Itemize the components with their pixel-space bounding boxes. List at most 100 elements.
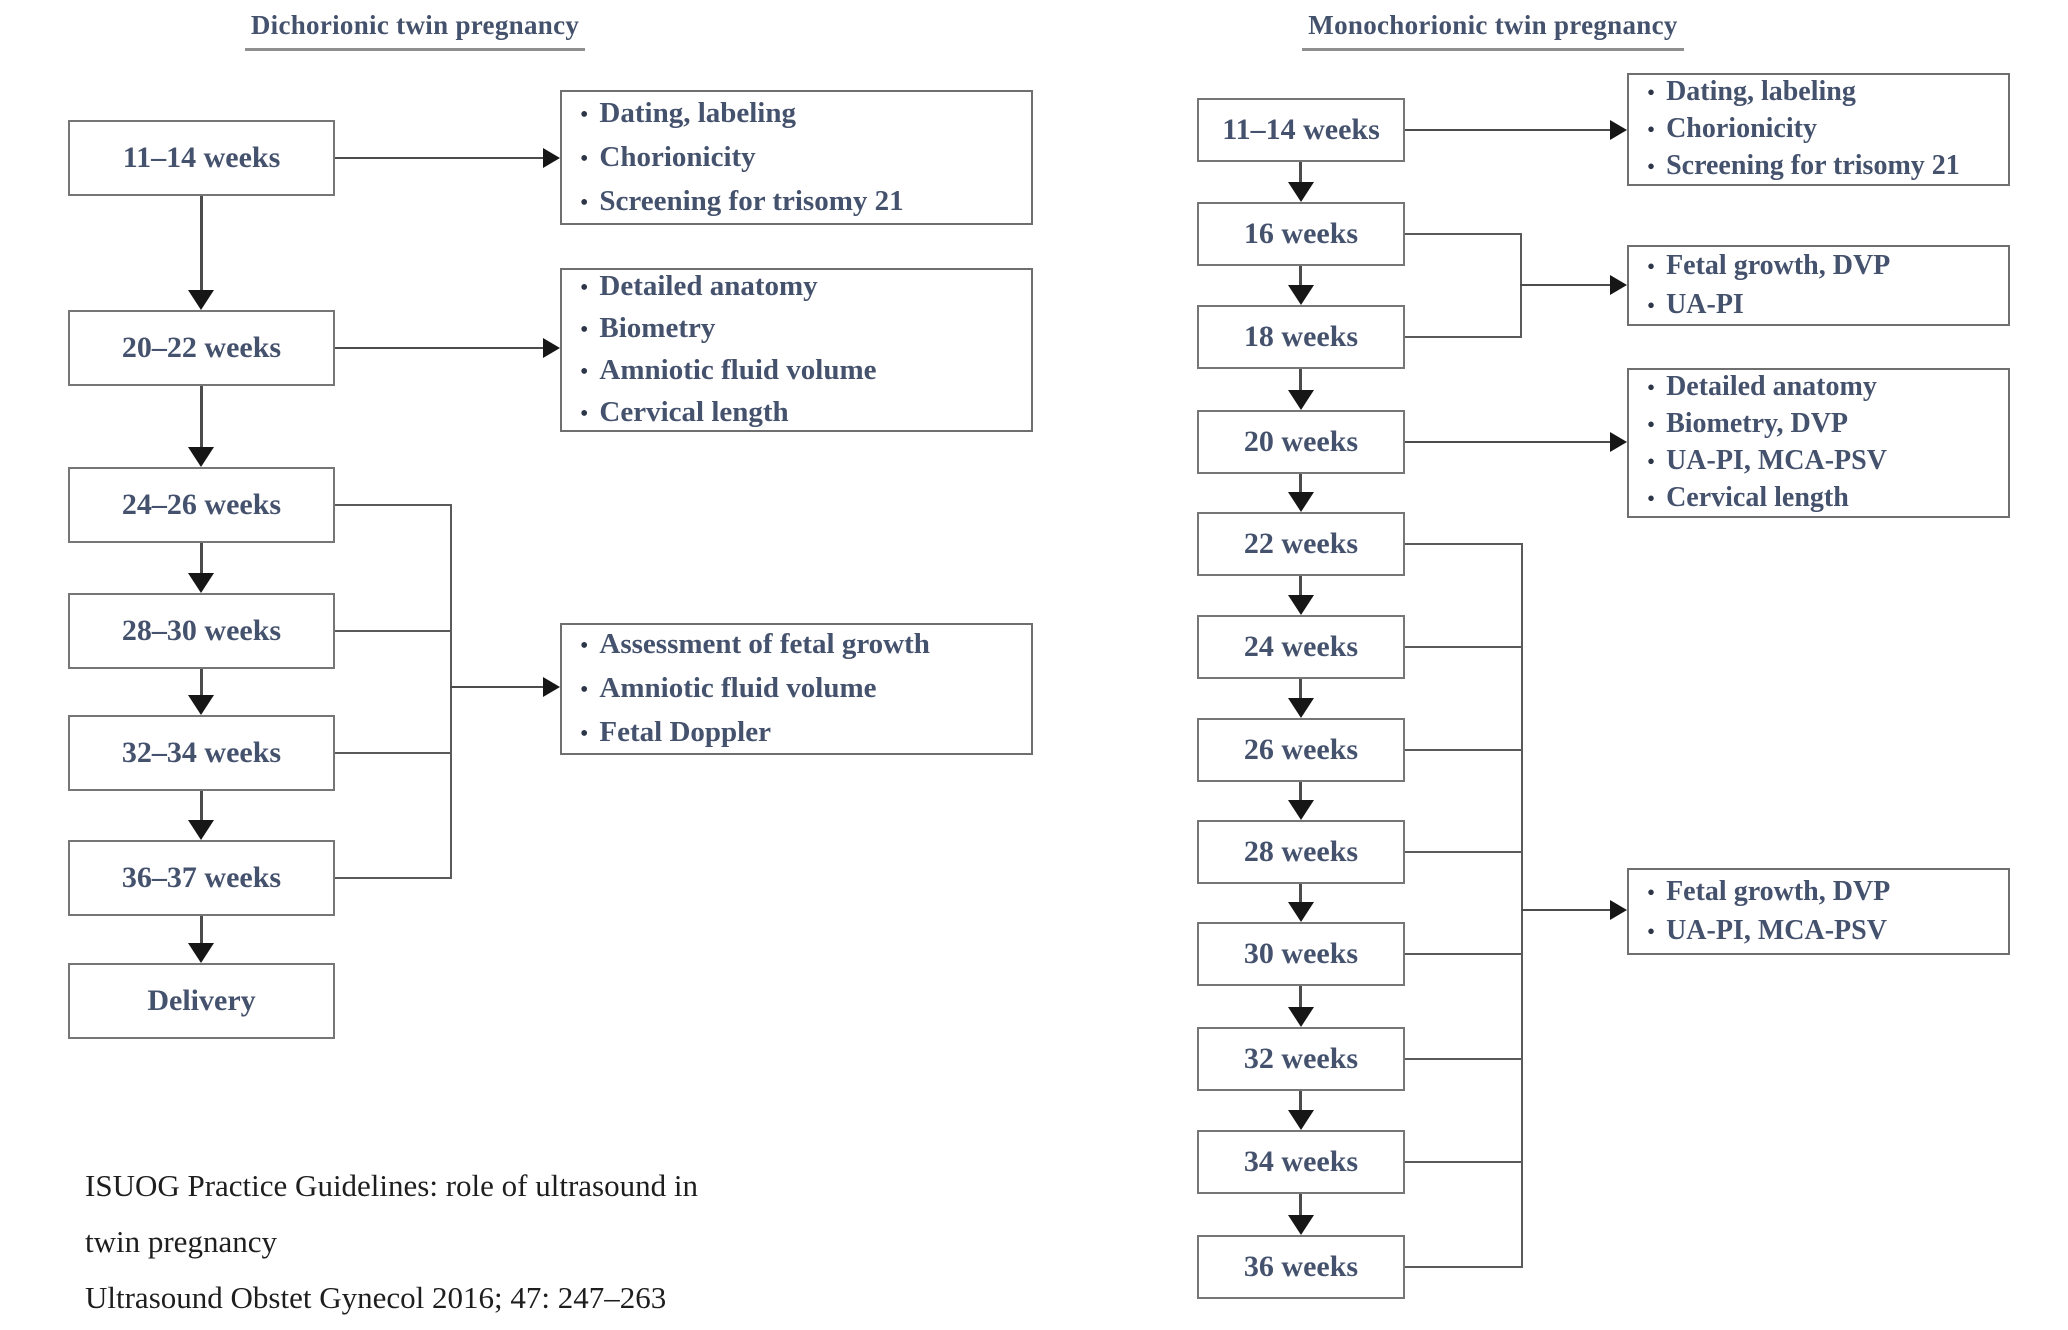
right-arrow-line	[1405, 441, 1612, 443]
bullet-item: •Screening for trisomy 21	[580, 180, 1025, 224]
right-arrowhead-icon	[1610, 900, 1627, 920]
down-arrowhead-icon	[188, 290, 214, 310]
bullet-item: •UA-PI, MCA-PSV	[1647, 912, 2002, 951]
down-arrow-line	[1299, 266, 1302, 287]
bullet-item: •Amniotic fluid volume	[580, 350, 1025, 392]
right-arrow-line	[335, 157, 545, 159]
right-stage-box-28-weeks: 28 weeks	[1197, 820, 1405, 884]
right-stage-box-32-weeks: 32 weeks	[1197, 1027, 1405, 1091]
down-arrow-line	[1299, 1091, 1302, 1112]
bracket-stub-line	[1405, 851, 1523, 853]
bullet-icon: •	[1647, 117, 1656, 142]
bullet-item: •UA-PI, MCA-PSV	[1647, 443, 2002, 480]
left-info-box-20-22: •Detailed anatomy •Biometry •Amniotic fl…	[560, 268, 1033, 432]
down-arrowhead-icon	[188, 820, 214, 840]
right-info-box-22-36: •Fetal growth, DVP •UA-PI, MCA-PSV	[1627, 868, 2010, 955]
stage-label: 20 weeks	[1243, 425, 1359, 458]
right-info-box-20: •Detailed anatomy •Biometry, DVP •UA-PI,…	[1627, 368, 2010, 518]
stage-label: 26 weeks	[1243, 733, 1359, 766]
left-panel-title-wrap: Dichorionic twin pregnancy	[190, 10, 640, 51]
right-stage-box-18-weeks: 18 weeks	[1197, 305, 1405, 369]
bullet-icon: •	[580, 317, 589, 343]
bullet-item: •Biometry	[580, 308, 1025, 350]
caption-line-1: ISUOG Practice Guidelines: role of ultra…	[85, 1168, 698, 1203]
right-panel-title: Monochorionic twin pregnancy	[1302, 10, 1684, 51]
bullet-icon: •	[580, 633, 589, 659]
stage-label: 20–22 weeks	[121, 331, 282, 364]
down-arrowhead-icon	[1288, 1110, 1314, 1130]
bracket-stub-line	[1405, 336, 1522, 338]
bullet-item: •Amniotic fluid volume	[580, 667, 1025, 711]
bracket-stub-line	[335, 630, 452, 632]
left-stage-box-24-26-weeks: 24–26 weeks	[68, 467, 335, 543]
bullet-item: •Fetal growth, DVP	[1647, 247, 2002, 286]
down-arrow-line	[1299, 1194, 1302, 1217]
down-arrowhead-icon	[188, 695, 214, 715]
bullet-icon: •	[1647, 292, 1656, 318]
bracket-stub-line	[1405, 233, 1522, 235]
bracket-stub-line	[1405, 1266, 1523, 1268]
bracket-stub-line	[1405, 1058, 1523, 1060]
bullet-item: •Dating, labeling	[580, 92, 1025, 136]
bullet-icon: •	[580, 401, 589, 427]
stage-label: 22 weeks	[1243, 527, 1359, 560]
bullet-icon: •	[1647, 80, 1656, 105]
right-arrow-line	[335, 347, 545, 349]
bullet-item: •Biometry, DVP	[1647, 406, 2002, 443]
right-arrowhead-icon	[543, 338, 560, 358]
bracket-vertical-line	[1521, 543, 1523, 1268]
right-stage-box-34-weeks: 34 weeks	[1197, 1130, 1405, 1194]
down-arrowhead-icon	[1288, 1007, 1314, 1027]
stage-label: 16 weeks	[1243, 217, 1359, 250]
stage-label: 11–14 weeks	[122, 141, 281, 174]
right-arrow-line	[1520, 284, 1612, 286]
down-arrow-line	[200, 386, 203, 449]
bullet-icon: •	[1647, 412, 1656, 437]
bullet-item: •Fetal Doppler	[580, 711, 1025, 755]
bracket-stub-line	[335, 504, 452, 506]
right-stage-box-20-weeks: 20 weeks	[1197, 410, 1405, 474]
left-panel-title: Dichorionic twin pregnancy	[244, 10, 586, 51]
bullet-icon: •	[1647, 375, 1656, 400]
bullet-icon: •	[580, 677, 589, 703]
bracket-stub-line	[1405, 543, 1523, 545]
down-arrowhead-icon	[1288, 800, 1314, 820]
bullet-icon: •	[1647, 253, 1656, 279]
right-stage-box-36-weeks: 36 weeks	[1197, 1235, 1405, 1299]
down-arrow-line	[1299, 576, 1302, 597]
bullet-icon: •	[580, 359, 589, 385]
down-arrowhead-icon	[1288, 902, 1314, 922]
right-stage-box-16-weeks: 16 weeks	[1197, 202, 1405, 266]
bullet-icon: •	[1647, 486, 1656, 511]
stage-label: 34 weeks	[1243, 1145, 1359, 1178]
down-arrowhead-icon	[1288, 285, 1314, 305]
bullet-item: •Dating, labeling	[1647, 74, 2002, 111]
down-arrow-line	[1299, 986, 1302, 1009]
right-arrow-line	[1405, 129, 1612, 131]
stage-label: 36 weeks	[1243, 1250, 1359, 1283]
bracket-stub-line	[1405, 749, 1523, 751]
right-stage-box-30-weeks: 30 weeks	[1197, 922, 1405, 986]
left-stage-box-32-34-weeks: 32–34 weeks	[68, 715, 335, 791]
stage-label: 28 weeks	[1243, 835, 1359, 868]
right-stage-box-11-14-weeks: 11–14 weeks	[1197, 98, 1405, 162]
down-arrow-line	[1299, 884, 1302, 904]
left-stage-box-11-14-weeks: 11–14 weeks	[68, 120, 335, 196]
down-arrow-line	[1299, 474, 1302, 494]
right-stage-box-22-weeks: 22 weeks	[1197, 512, 1405, 576]
right-stage-box-26-weeks: 26 weeks	[1197, 718, 1405, 782]
down-arrow-line	[200, 916, 203, 945]
right-arrowhead-icon	[543, 148, 560, 168]
bullet-icon: •	[580, 145, 589, 172]
bullet-icon: •	[1647, 879, 1656, 905]
right-arrowhead-icon	[1610, 432, 1627, 452]
bracket-stub-line	[1405, 1161, 1523, 1163]
bullet-icon: •	[580, 721, 589, 747]
down-arrowhead-icon	[188, 447, 214, 467]
down-arrowhead-icon	[1288, 390, 1314, 410]
stage-label: 18 weeks	[1243, 320, 1359, 353]
down-arrow-line	[1299, 162, 1302, 184]
left-stage-box-36-37-weeks: 36–37 weeks	[68, 840, 335, 916]
down-arrow-line	[200, 543, 203, 575]
